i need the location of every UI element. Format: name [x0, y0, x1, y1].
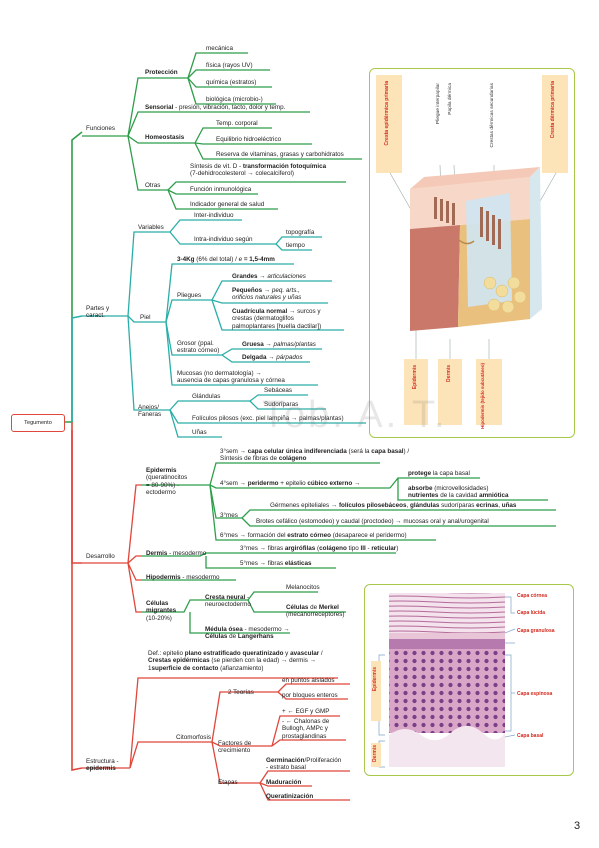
watermark: Tob. A. T.	[262, 394, 448, 436]
skin-layers-illustration	[376, 75, 568, 425]
label-capa-basal: Capa basal	[517, 733, 544, 739]
label-dermis-fig1: Dermis	[446, 365, 452, 382]
label-dermis-fig2: Dermis	[372, 745, 378, 762]
node-sensorial: Sensorial - presión, vibración, tacto, d…	[145, 104, 286, 111]
leaf-unas: Uñas	[192, 429, 207, 436]
leaf-3sem: 3°sem → capa celular única indiferenciad…	[220, 448, 410, 463]
leaf-inter: Inter-individuo	[194, 212, 234, 219]
leaf-foliculos: Folículos pilosos (exc. piel lampiña → p…	[192, 415, 344, 422]
node-etapas: Etapas	[218, 779, 238, 786]
label-capa-granulosa: Capa granulosa	[517, 628, 555, 634]
label-cresta-epidermica: Cresta epidérmica primaria	[384, 81, 390, 146]
node-hipodermis-dev: Hipodermis - mesodermo	[146, 574, 220, 581]
leaf-4sem: 4°sem → peridermo + epitelio cúbico exte…	[220, 480, 361, 487]
leaf-6mes: 6°mes → formación del estrato córneo (de…	[220, 532, 407, 539]
label-cresta-dermica: Cresta dérmica primaria	[550, 81, 556, 139]
label-epidermis-fig1: Epidermis	[412, 365, 418, 390]
leaf-merkel: Células de Merkel(mecanorreceptores)	[286, 604, 345, 619]
leaf-brotes: Brotes cefálico (estomodeo) y caudal (pr…	[256, 518, 489, 525]
branch-estructura: Estructura -epidermis	[86, 758, 119, 773]
branch-desarrollo: Desarrollo	[86, 553, 115, 560]
leaf-mucosas: Mucosas (no dermatología) →ausencia de c…	[177, 370, 285, 385]
leaf-reserva: Reserva de vitaminas, grasas y carbohidr…	[216, 151, 344, 158]
root-node: Tegumento	[11, 414, 65, 432]
leaf-peso: 3-4Kg (6% del total) / e = 1,5-4mm	[177, 256, 275, 263]
node-pliegues: Pliegues	[177, 292, 202, 299]
node-glandulas: Glándulas	[192, 393, 221, 400]
leaf-maduracion: Maduración	[266, 779, 302, 786]
leaf-germenes: Gérmenes epiteliales → folículos piloseb…	[270, 502, 517, 509]
figure-skin-layers-panel: Cresta epidérmica primaria Cresta dérmic…	[369, 68, 575, 438]
leaf-salud: Indicador general de salud	[190, 201, 265, 208]
leaf-delgada: Delgada → párpados	[242, 354, 303, 361]
label-capa-cornea: Capa córnea	[517, 593, 548, 599]
page-number: 3	[574, 820, 581, 832]
node-proteccion: Protección	[145, 69, 178, 76]
label-pliegue-interpapilar: Pliegue interpapilar	[436, 83, 441, 125]
leaf-medula-osea: Médula ósea - mesodermo →Células de Lang…	[205, 626, 290, 641]
leaf-pequenos: Pequeños → peq. arts.,orificios naturale…	[232, 287, 302, 302]
leaf-sebaceas: Sebáceas	[264, 387, 293, 394]
leaf-mecanica: mecánica	[206, 45, 233, 52]
leaf-inmuno: Función inmunológica	[190, 186, 252, 193]
node-piel: Piel	[140, 314, 151, 321]
node-anejos: Anejos/Faneras	[138, 404, 162, 419]
node-citomorfosis: Citomorfosis	[176, 734, 211, 741]
leaf-bloques: por bloques enteros	[282, 692, 338, 699]
node-cresta-neural: Cresta neural -neuroectodermo	[205, 594, 251, 609]
leaf-melanocitos: Melanocitos	[286, 584, 320, 591]
label-capa-espinosa: Capa espinosa	[517, 691, 553, 697]
label-epidermis-fig2: Epidermis	[372, 667, 378, 692]
leaf-temp: Temp. corporal	[216, 120, 258, 127]
leaf-fisica: física (rayos UV)	[206, 62, 253, 69]
leaf-biologica: biológica (microbio-)	[206, 96, 263, 103]
node-variables: Variables	[138, 224, 164, 231]
node-dermis-dev: Dermis - mesodermo	[146, 550, 207, 557]
leaf-definicion: Def.: epitelio plano estratificado quera…	[148, 650, 323, 672]
figure-histology-panel: Capa córnea Capa lúcida Capa granulosa C…	[364, 584, 574, 776]
leaf-dermis-5mes: 5°mes → fibras elásticas	[240, 560, 312, 567]
branch-funciones: Funciones	[86, 125, 116, 132]
leaf-puntos: en puntos aislados	[282, 677, 335, 684]
leaf-equilibrio: Equilibrio hidroeléctrico	[216, 136, 282, 143]
node-3mes: 3°mes	[220, 512, 238, 519]
branch-partes: Partes y caract.	[86, 305, 110, 320]
node-otras: Otras	[145, 182, 161, 189]
label-crestas-secundarias: Crestas dérmicas secundarias	[490, 83, 495, 148]
leaf-queratinizacion: Queratinización	[266, 793, 314, 800]
leaf-sudoriparas: Sudoríparas	[264, 401, 299, 408]
leaf-egf: + ← EGF y GMP	[282, 708, 330, 715]
leaf-gruesa: Gruesa → palmas/plantas	[242, 341, 316, 348]
leaf-absorbe: absorbe (microvellosidades)nutrientes de…	[408, 485, 509, 500]
leaf-protege: protege la capa basal	[408, 470, 470, 477]
leaf-sintesis-vitd: Síntesis de vit. D - transformación foto…	[190, 163, 327, 178]
node-grosor: Grosor (ppal.estrato córneo)	[177, 340, 220, 355]
label-capa-lucida: Capa lúcida	[517, 610, 546, 616]
leaf-germinacion: Germinación/Proliferación- estrato basal	[266, 757, 342, 772]
node-teorias: 2 Teorías	[228, 689, 254, 696]
leaf-topografia: topografía	[286, 229, 315, 236]
node-homeostasis: Homeostasis	[145, 134, 185, 141]
histology-illustration	[371, 593, 516, 768]
leaf-grandes: Grandes → articulaciones	[232, 273, 306, 280]
leaf-dermis-3mes: 3°mes → fibras argirófilas (colágeno tip…	[240, 545, 399, 552]
leaf-tiempo: tiempo	[286, 242, 305, 249]
leaf-quimica: química (estratos)	[206, 79, 257, 86]
label-papila-dermica: Papila dérmica	[448, 83, 453, 115]
leaf-intra: Intra-individuo según	[194, 236, 253, 243]
label-hipodermis-fig1: Hipodermis (tejido subcutáneo)	[480, 363, 485, 429]
node-epidermis-dev: Epidermis(queratinocitos= 80-90%) -ectod…	[146, 467, 188, 497]
